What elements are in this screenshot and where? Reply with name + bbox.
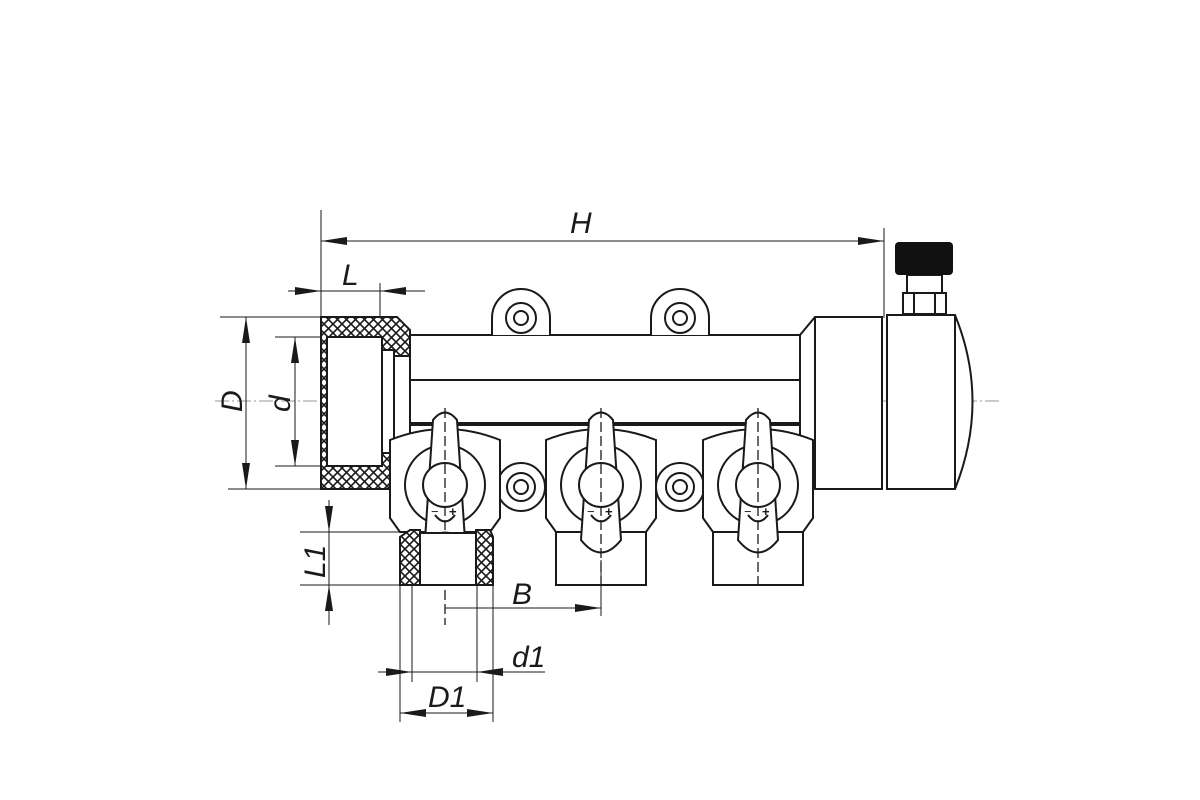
knurled-knob-icon bbox=[895, 242, 953, 275]
boss-1 bbox=[496, 462, 546, 512]
handle-minus-mark: − bbox=[587, 504, 595, 519]
dimension-B: B bbox=[445, 560, 602, 616]
dimension-D1: D1 bbox=[399, 585, 494, 722]
handle-plus-mark: + bbox=[449, 504, 457, 519]
label-L1: L1 bbox=[299, 545, 332, 578]
mounting-tab-1 bbox=[491, 288, 551, 335]
air-vent-valve bbox=[895, 242, 953, 315]
outlet-valve-3: −+ bbox=[702, 408, 814, 590]
outlet-valve-1: −+ bbox=[389, 408, 501, 625]
dimension-D: D bbox=[216, 316, 321, 490]
label-D1: D1 bbox=[428, 681, 466, 714]
outlet-valves: −+−+−+ bbox=[389, 408, 814, 625]
handle-plus-mark: + bbox=[605, 504, 613, 519]
label-d1: d1 bbox=[512, 641, 545, 674]
outlet-fitting-section bbox=[399, 529, 494, 586]
inlet-fitting-section bbox=[320, 316, 411, 490]
manifold-body bbox=[409, 334, 801, 426]
handle-plus-mark: + bbox=[762, 504, 770, 519]
label-B: B bbox=[512, 578, 532, 611]
dimension-d1: d1 bbox=[378, 585, 545, 682]
label-L: L bbox=[342, 259, 359, 292]
label-D: D bbox=[216, 390, 249, 412]
boss-2 bbox=[655, 462, 705, 512]
right-end-cap bbox=[799, 314, 974, 490]
dimension-H: H bbox=[320, 207, 885, 318]
dimension-d: d bbox=[264, 336, 327, 467]
mounting-tab-2 bbox=[650, 288, 710, 335]
label-H: H bbox=[570, 207, 592, 240]
dimension-L1: L1 bbox=[299, 500, 400, 625]
label-d: d bbox=[264, 394, 297, 412]
handle-minus-mark: − bbox=[744, 504, 752, 519]
handle-minus-mark: − bbox=[431, 504, 439, 519]
